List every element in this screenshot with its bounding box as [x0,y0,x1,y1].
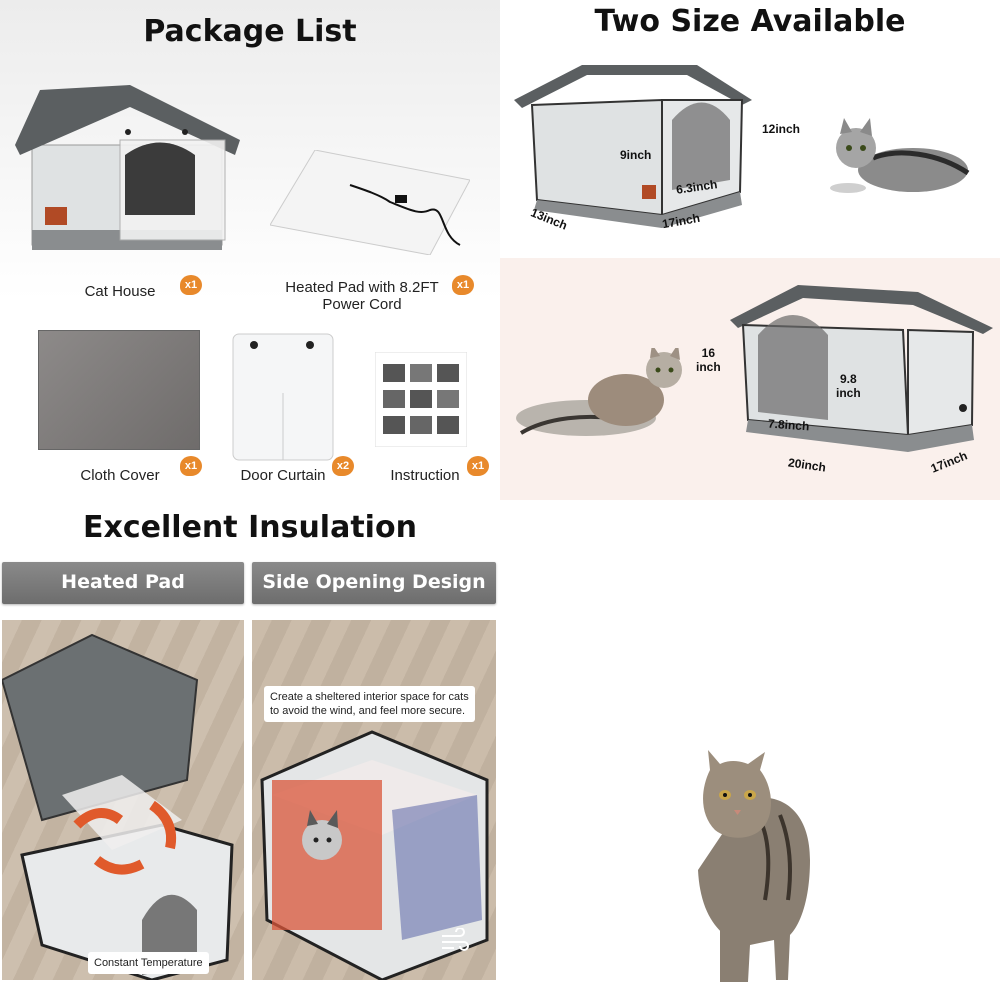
standing-cat-image [698,750,810,982]
small-height-label: 12inch [762,122,801,136]
cloth-cover-image [38,330,200,450]
large-door-width-label: 7.8inch [767,416,810,434]
insulation-title: Excellent Insulation [83,510,417,545]
item-label-heated-pad: Heated Pad with 8.2FT Power Cord [285,279,439,313]
standing-cat-panel [500,500,1000,1000]
constant-temperature-caption: Constant Temperature [88,952,209,974]
heated-pad-photo [2,620,244,980]
tab-side-opening-design: Side Opening Design [252,562,496,604]
item-label-door-curtain: Door Curtain [240,467,326,484]
heated-pad-image [270,150,470,255]
large-house-image [730,285,993,452]
small-house-image [514,65,752,228]
cats-playing-image [516,348,682,436]
qty-badge-door-curtain: x2 [332,456,354,476]
qty-badge-cat-house: x1 [180,275,202,295]
cat-lying-image [830,118,970,193]
package-list-title: Package List [143,14,357,49]
sizes-panel: Two Size Available 12inch 9inch 6.3inch … [500,0,1000,500]
small-door-height-label: 9inch [620,148,652,162]
qty-badge-cloth-cover: x1 [180,456,202,476]
insulation-panel: Excellent Insulation Heated Pad Side Ope… [0,500,500,1000]
package-list-panel: Package List Cat House x1 Heated Pad wit… [0,0,500,500]
item-label-instruction: Instruction [390,467,460,484]
large-door-height-label: 9.8 inch [836,372,861,400]
wind-icon [440,927,470,956]
instruction-image [375,352,467,447]
item-label-cat-house: Cat House [84,283,156,300]
cat-house-image [15,85,240,250]
qty-badge-heated-pad: x1 [452,275,474,295]
item-label-cloth-cover: Cloth Cover [80,467,160,484]
sizes-title: Two Size Available [594,4,906,39]
door-curtain-image [232,333,334,461]
side-opening-photo [252,620,496,980]
tab-heated-pad: Heated Pad [2,562,244,604]
large-height-label: 16 inch [696,346,721,374]
qty-badge-instruction: x1 [467,456,489,476]
sheltered-interior-caption: Create a sheltered interior space for ca… [264,686,475,722]
